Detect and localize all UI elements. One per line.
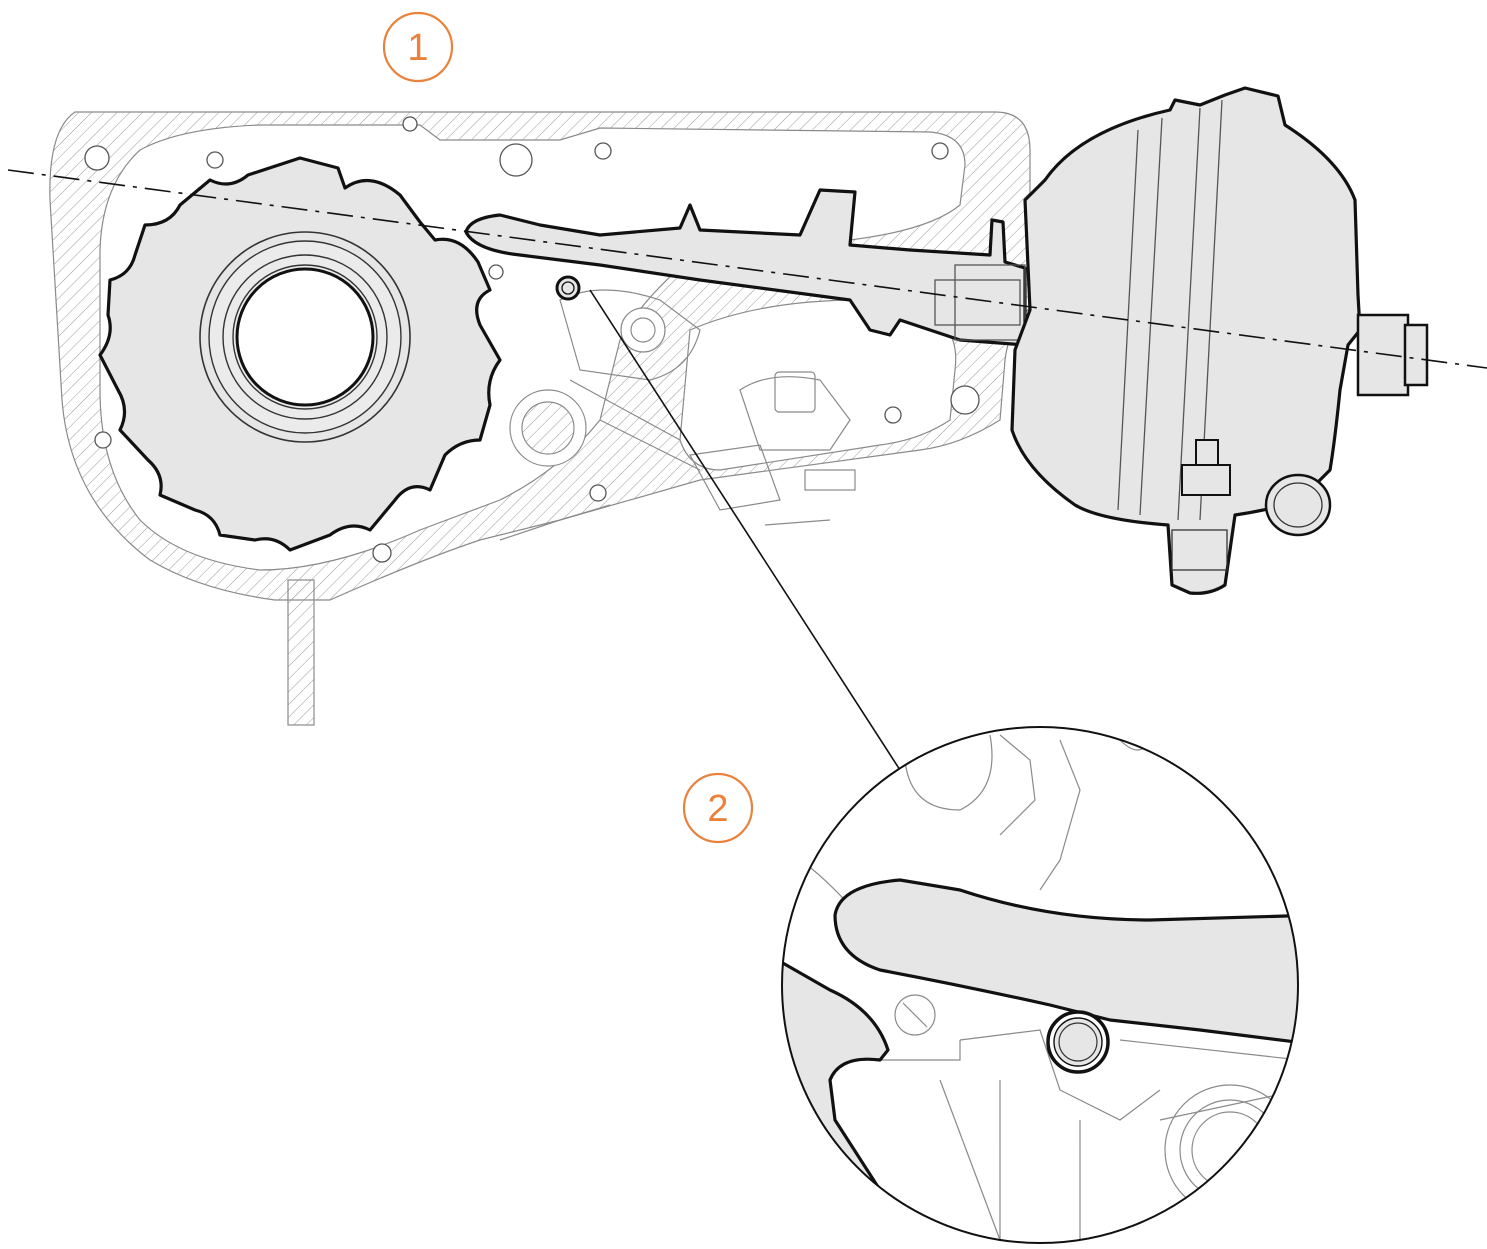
push-rod-lever [464, 188, 1027, 347]
internal-mechanism [499, 289, 856, 541]
callout-1: 1 [382, 11, 454, 83]
ratchet-gear [98, 156, 502, 552]
numbered-circle-icon [382, 11, 454, 83]
numbered-circle-icon [682, 772, 754, 844]
center-axis-line [7, 169, 1487, 369]
detail-magnifier [781, 726, 1299, 1244]
brake-chamber [1010, 86, 1429, 595]
detail-leader-line [589, 289, 901, 771]
callout-1-label: 1 [407, 27, 428, 69]
callout-2: 2 [682, 772, 754, 844]
callout-2-label: 2 [707, 788, 728, 830]
